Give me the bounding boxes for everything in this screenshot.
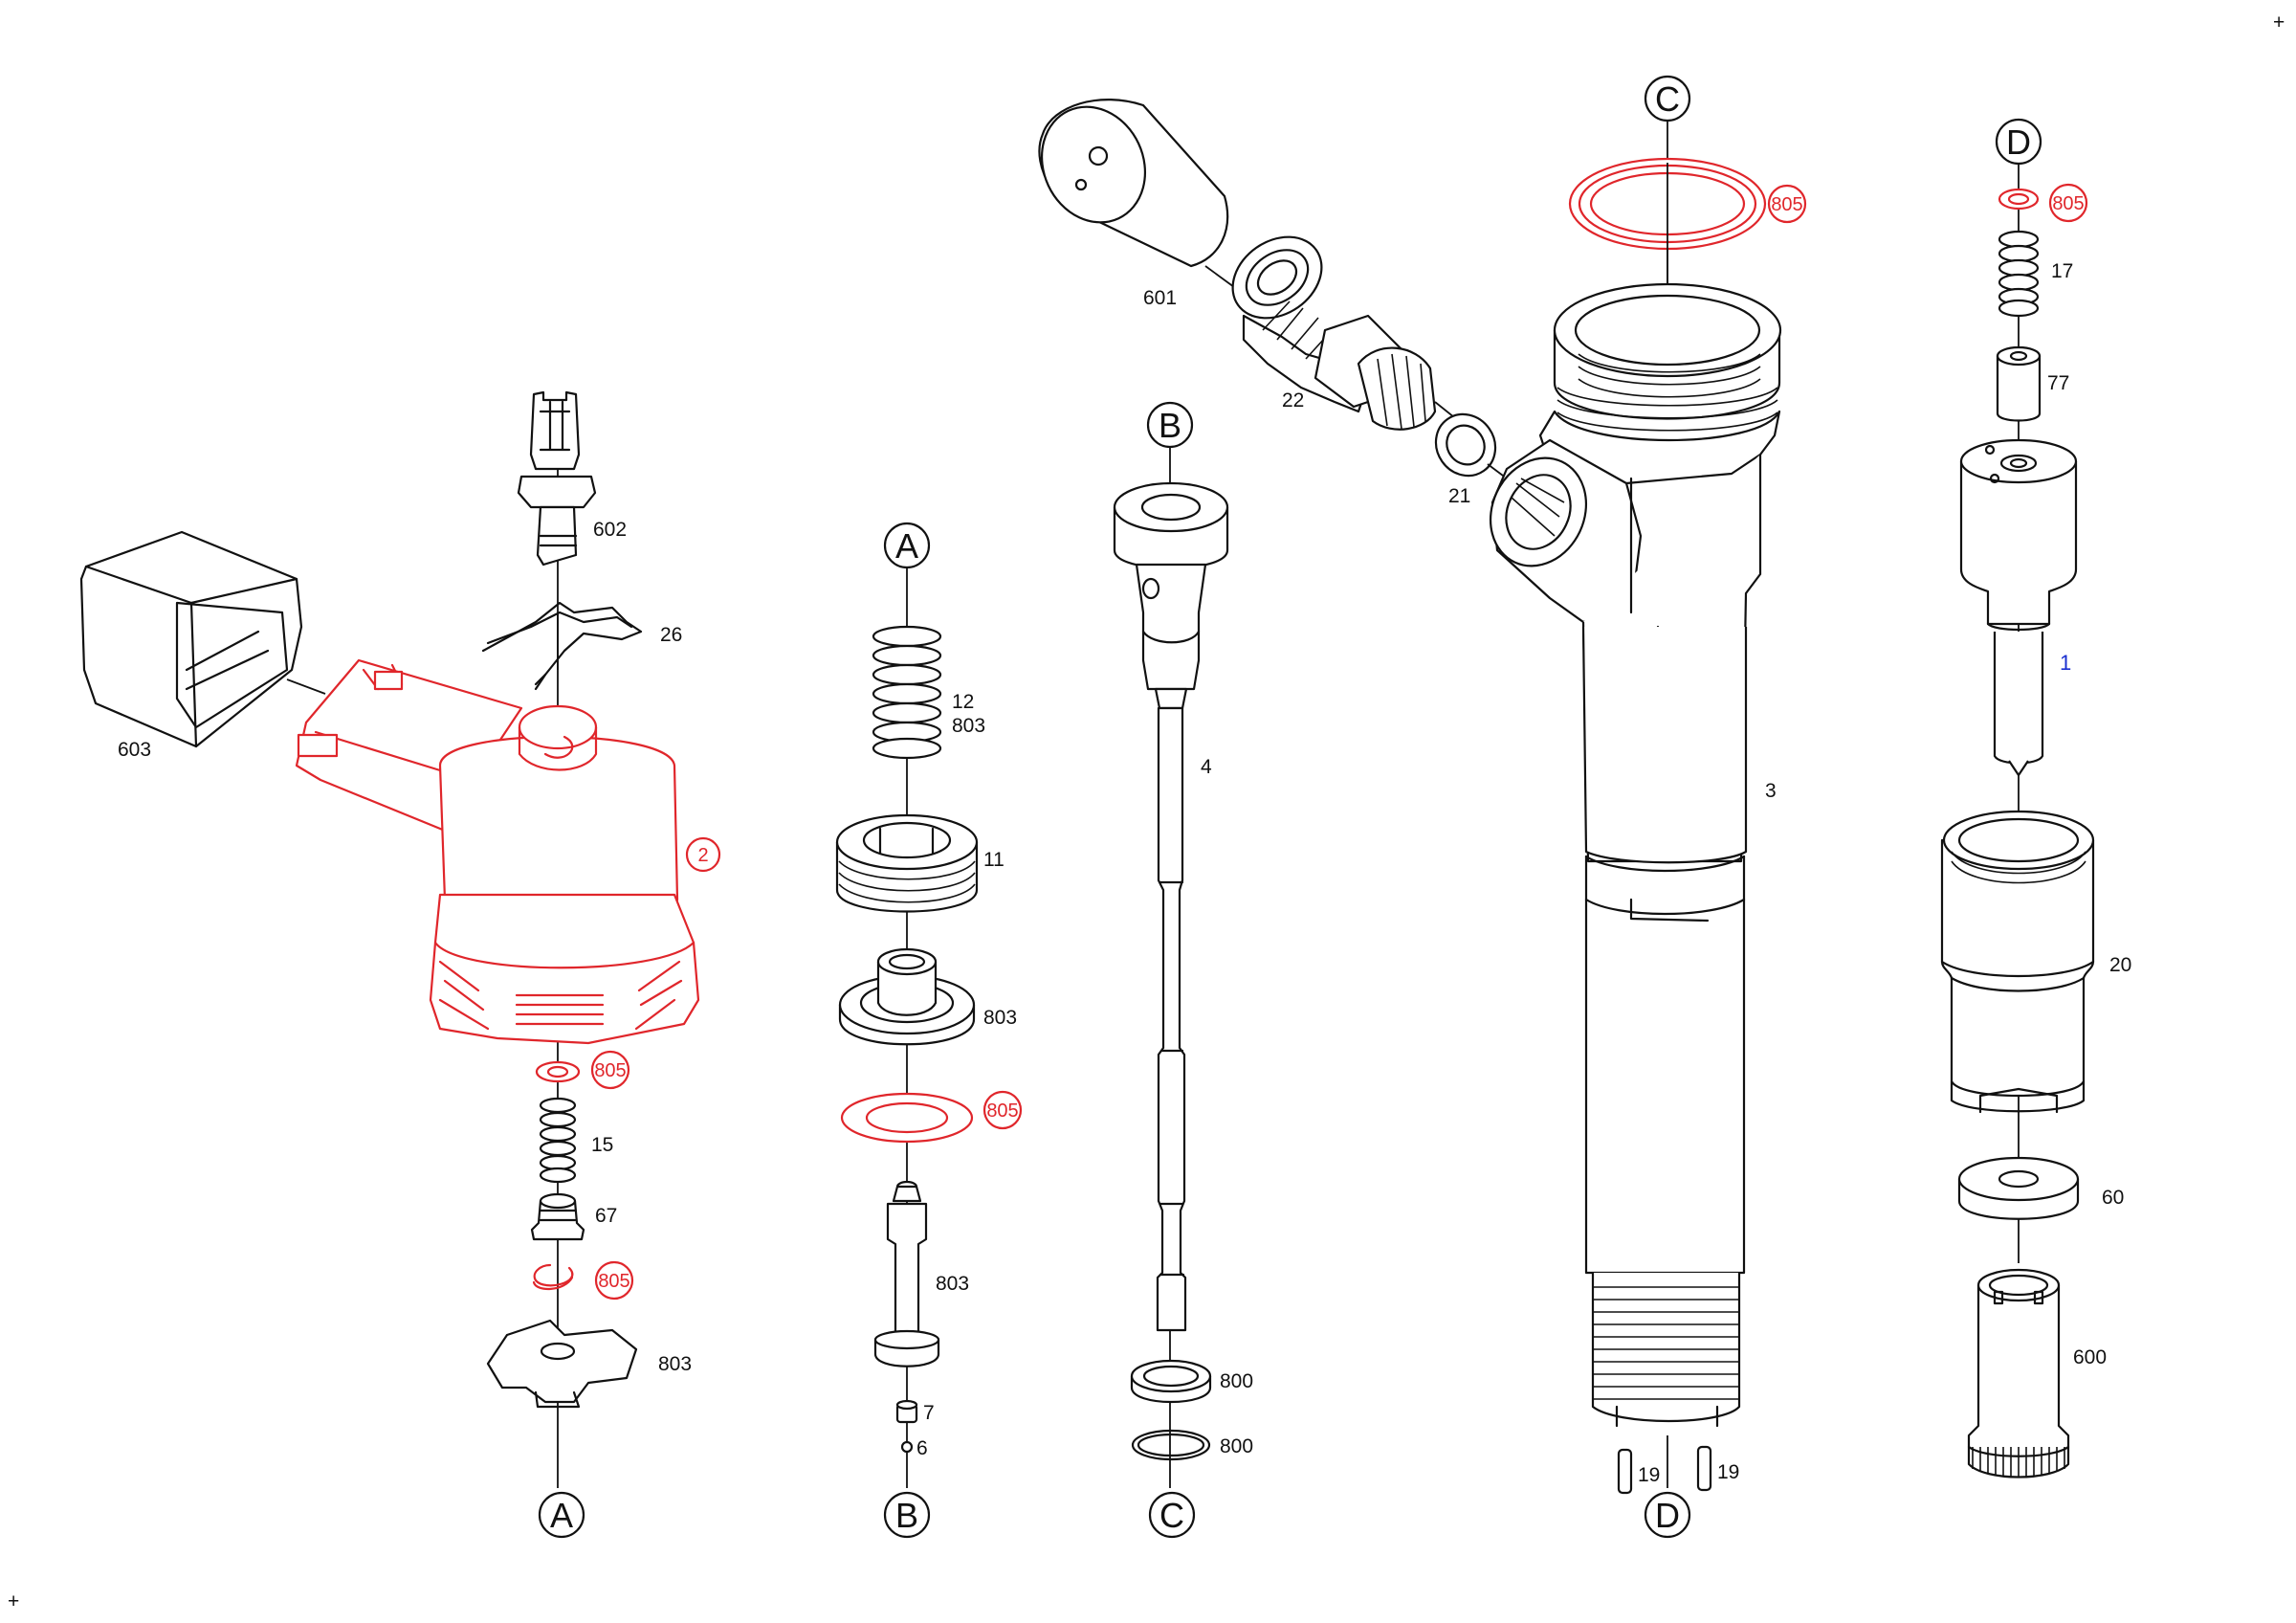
valve-seat-803-c — [838, 947, 976, 1046]
part-label-603: 603 — [118, 739, 151, 761]
nozzle-nut-20 — [1940, 810, 2095, 1114]
washer-805-c — [840, 1092, 974, 1144]
part-label-22: 22 — [1282, 389, 1304, 411]
part-label-60: 60 — [2102, 1187, 2124, 1209]
spring-17 — [1998, 230, 2040, 318]
spacer-77 — [1996, 345, 2042, 422]
connector-label-b-bottom: B — [895, 1496, 918, 1535]
nut-11 — [835, 813, 979, 913]
callout-circle-805-d — [1767, 184, 1807, 224]
part-label-803-b: 803 — [952, 715, 985, 737]
ring-800-b — [1131, 1429, 1211, 1461]
callout-circle-805-e — [2048, 183, 2088, 223]
part-label-1: 1 — [2060, 651, 2071, 675]
nozzle-1 — [1959, 438, 2078, 777]
part-label-67: 67 — [595, 1205, 617, 1227]
connector-d-top — [1995, 118, 2042, 166]
part-label-17: 17 — [2051, 260, 2073, 282]
part-label-800-a: 800 — [1220, 1370, 1253, 1392]
part-label-4: 4 — [1201, 756, 1212, 778]
part-label-803-c: 803 — [983, 1007, 1017, 1029]
connector-label-d-bottom: D — [1655, 1496, 1680, 1535]
part-label-19-b: 19 — [1717, 1461, 1739, 1483]
solenoid-2 — [295, 658, 700, 1045]
connector-d-bottom — [1644, 1491, 1691, 1539]
valve-piston-4 — [1113, 481, 1229, 1332]
spring-12 — [872, 625, 942, 760]
part-label-805-d: 805 — [1771, 194, 1802, 215]
callout-circle-805-a — [590, 1050, 630, 1090]
part-label-21: 21 — [1448, 485, 1470, 507]
filter-602 — [517, 390, 597, 567]
cap-601 — [1038, 99, 1235, 288]
part-label-26: 26 — [660, 624, 682, 646]
connector-a-bottom — [538, 1491, 585, 1539]
spring-15 — [539, 1097, 577, 1184]
connector-b-bottom — [883, 1491, 931, 1539]
connector-c-bottom — [1148, 1491, 1196, 1539]
corner-mark-bottom-left: + — [8, 1590, 19, 1612]
washer-805-e — [1998, 188, 2040, 211]
part-label-19-a: 19 — [1638, 1464, 1660, 1486]
ring-800-a — [1130, 1359, 1212, 1404]
part-label-803-d: 803 — [936, 1273, 969, 1295]
tool-600 — [1967, 1268, 2070, 1478]
part-label-7: 7 — [923, 1402, 935, 1424]
injector-body-3 — [1489, 282, 1782, 1428]
connector-label-c-top: C — [1655, 79, 1680, 119]
valve-pin-803-d — [873, 1180, 940, 1367]
clip-26 — [481, 601, 643, 691]
part-label-77: 77 — [2047, 372, 2069, 394]
inlet-fitting-22 — [1231, 235, 1460, 431]
part-label-805-c: 805 — [986, 1101, 1018, 1122]
part-label-600: 600 — [2073, 1346, 2107, 1368]
corner-mark-top-right: + — [2273, 11, 2285, 33]
callout-circle-805-c — [982, 1090, 1023, 1130]
part-67 — [530, 1192, 585, 1241]
part-label-20: 20 — [2109, 954, 2131, 976]
part-label-805-b: 805 — [598, 1271, 629, 1292]
part-label-601: 601 — [1143, 287, 1177, 309]
connector-label-a-bottom: A — [550, 1496, 573, 1535]
part-7 — [895, 1399, 918, 1424]
pin-19-a — [1617, 1448, 1633, 1495]
part-label-15: 15 — [591, 1134, 613, 1156]
connector-housing-603 — [79, 530, 326, 748]
part-label-805-e: 805 — [2052, 193, 2084, 214]
part-label-3: 3 — [1765, 780, 1777, 802]
connector-label-a-top: A — [895, 526, 918, 566]
part-label-800-b: 800 — [1220, 1435, 1253, 1457]
washer-805-a — [535, 1060, 581, 1083]
washer-21 — [1434, 412, 1508, 479]
part-label-803-a: 803 — [658, 1353, 692, 1375]
part-label-11: 11 — [983, 849, 1004, 871]
part-label-805-a: 805 — [594, 1060, 626, 1081]
armature-803-a — [486, 1319, 638, 1409]
connector-label-c-bottom: C — [1159, 1496, 1184, 1535]
connector-a-top — [883, 522, 931, 569]
part-label-602: 602 — [593, 519, 627, 541]
connector-label-b-top: B — [1159, 406, 1181, 445]
part-label-12: 12 — [952, 691, 974, 713]
part-label-6: 6 — [916, 1437, 928, 1459]
connector-c-top — [1644, 75, 1691, 122]
connector-label-d-top: D — [2006, 122, 2031, 162]
connector-b-top — [1146, 401, 1194, 449]
washer-60 — [1957, 1156, 2080, 1220]
part-label-2: 2 — [697, 845, 708, 866]
pin-19-b — [1696, 1445, 1712, 1492]
clip-805-b — [532, 1263, 574, 1290]
ball-6 — [900, 1440, 914, 1454]
callout-circle-2 — [685, 836, 721, 873]
callout-circle-805-b — [594, 1260, 634, 1301]
